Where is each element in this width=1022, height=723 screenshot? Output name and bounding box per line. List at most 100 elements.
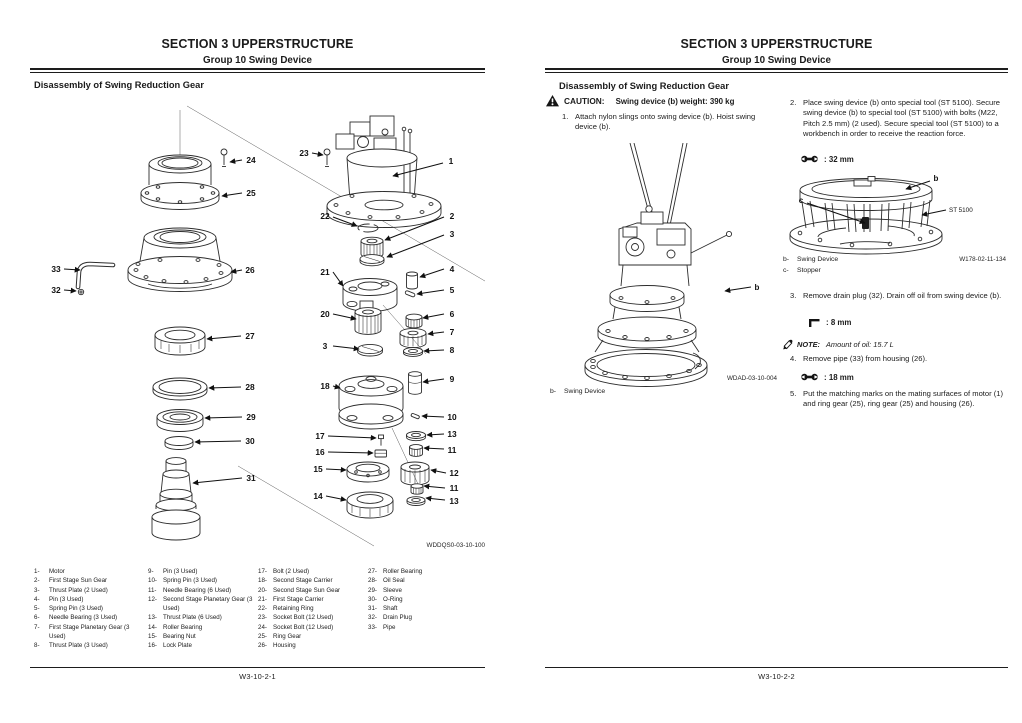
- callout-33: 33: [51, 264, 61, 274]
- parts-list-col4: 27-Roller Bearing 28-Oil Seal 29-Sleeve …: [368, 567, 468, 632]
- parts-item: 27-Roller Bearing: [368, 568, 423, 575]
- swing-reduction-body: [584, 264, 708, 387]
- callout-29: 29: [246, 412, 256, 422]
- part-shaft-31: [151, 457, 201, 541]
- part-second-carrier-18: [338, 375, 404, 430]
- label-b: b: [934, 174, 939, 183]
- parts-item: 33-Pipe: [368, 623, 396, 631]
- note-text: Amount of oil: 15.7 L: [826, 340, 894, 349]
- page-title: Disassembly of Swing Reduction Gear: [34, 80, 204, 90]
- step-2: 2. Place swing device (b) onto special t…: [790, 98, 1000, 139]
- note-label: NOTE:: [797, 340, 820, 349]
- caution-banner: CAUTION: Swing device (b) weight: 390 kg: [546, 95, 734, 107]
- exploded-diagram: 24 25 23 1 2 3 22 21 4 5 26 33 32 20 3 6…: [51, 105, 485, 547]
- figure-reference: WDDQS0-03-10-100: [426, 542, 485, 549]
- parts-item: 20-Second Stage Sun Gear: [258, 586, 341, 594]
- part-socket-bolt-23: [323, 148, 331, 167]
- callout-10: 10: [447, 412, 457, 422]
- parts-item: 8-Thrust Plate (3 Used): [34, 642, 108, 650]
- callout-arrows: [63, 151, 447, 502]
- parts-item: 28-Oil Seal: [368, 577, 405, 585]
- part-bolt-17: [378, 434, 384, 446]
- part-thrust-plate-13-upper: [406, 431, 426, 442]
- parts-item: 7-First Stage Planetary Gear (3 Used): [34, 623, 130, 641]
- parts-item: 26-Housing: [258, 642, 296, 650]
- parts-item: 15-Bearing Nut: [148, 633, 196, 641]
- parts-item: 14-Roller Bearing: [148, 623, 203, 631]
- callout-7: 7: [450, 327, 455, 337]
- tool-size-32: : 32 mm: [801, 154, 854, 164]
- section-header: SECTION 3 UPPERSTRUCTURE: [161, 37, 354, 51]
- part-pin-9: [408, 371, 422, 395]
- part-first-carrier-21: [342, 278, 398, 312]
- footer-rule: [545, 667, 1008, 668]
- legend-hoist: b- Swing Device: [550, 388, 606, 395]
- callout-2: 2: [450, 211, 455, 221]
- callout-26: 26: [245, 265, 255, 275]
- tool-band: [799, 176, 933, 211]
- callout-20: 20: [320, 309, 330, 319]
- step-4: 4. Remove pipe (33) from housing (26).: [790, 354, 928, 363]
- callout-3b: 3: [323, 341, 328, 351]
- callout-13b: 13: [449, 496, 459, 506]
- parts-list-col3: 17-Bolt (2 Used) 18-Second Stage Carrier…: [258, 567, 366, 651]
- label-c: c: [799, 196, 804, 205]
- parts-item: 5-Spring Pin (3 Used): [34, 605, 103, 613]
- parts-item: 13-Thrust Plate (6 Used): [148, 614, 222, 622]
- parts-list-col1: 1-Motor 2-First Stage Sun Gear 3-Thrust …: [34, 567, 144, 651]
- warning-icon: [546, 95, 559, 107]
- part-pin-4: [406, 271, 418, 290]
- callout-9: 9: [450, 374, 455, 384]
- parts-item: 11-Needle Bearing (6 Used): [148, 586, 232, 594]
- legend-tool: b-Swing Device c-Stopper: [783, 256, 839, 274]
- parts-item: 24-Socket Bolt (12 Used): [258, 623, 334, 631]
- part-drain-plug-32: [77, 288, 85, 296]
- part-needle-bearing-11-lower: [410, 483, 424, 495]
- note-row: NOTE: Amount of oil: 15.7 L: [782, 339, 894, 350]
- part-second-planetary-12: [400, 461, 430, 486]
- part-needle-bearing-6: [405, 313, 423, 329]
- parts-item: 2-First Stage Sun Gear: [34, 577, 108, 585]
- part-oil-seal-28: [152, 377, 208, 401]
- page-title: Disassembly of Swing Reduction Gear: [559, 81, 729, 91]
- callout-13a: 13: [447, 429, 457, 439]
- callout-17: 17: [315, 431, 325, 441]
- part-retaining-ring-22: [357, 223, 379, 233]
- callout-30: 30: [245, 436, 255, 446]
- part-roller-bearing-14: [346, 491, 394, 519]
- parts-item: 4-Pin (3 Used): [34, 595, 84, 603]
- label-st5100: ST 5100: [949, 207, 973, 214]
- part-socket-bolt-24: [220, 148, 228, 167]
- part-pipe-33: [75, 261, 116, 290]
- step-5: 5. Put the matching marks on the mating …: [790, 389, 1004, 409]
- callout-25: 25: [246, 188, 256, 198]
- parts-item: 3-Thrust Plate (2 Used): [34, 586, 108, 594]
- parts-item: 30-O-Ring: [368, 595, 403, 603]
- step-1: 1. Attach nylon slings onto swing device…: [562, 112, 756, 132]
- wrench-icon: [801, 155, 818, 163]
- wrench-icon: [801, 373, 818, 381]
- part-needle-bearing-11-upper: [409, 444, 423, 457]
- page-right: SECTION 3 UPPERSTRUCTURE Group 10 Swing …: [545, 18, 1008, 708]
- figure-reference-hoist: WDAD-03-10-004: [726, 375, 777, 382]
- callout-11a: 11: [448, 445, 457, 455]
- part-housing-26: [127, 227, 233, 292]
- parts-item: 22-Retaining Ring: [258, 605, 314, 613]
- page-number: W3-10-2-2: [758, 672, 795, 681]
- parts-list-col2: 9-Pin (3 Used) 10-Spring Pin (3 Used) 11…: [148, 567, 256, 651]
- parts-item: 10-Spring Pin (3 Used): [148, 577, 217, 585]
- special-tool-figure: b c ST 5100: [789, 174, 973, 255]
- parts-item: 29-Sleeve: [368, 586, 402, 594]
- callout-23: 23: [299, 148, 309, 158]
- callout-3a: 3: [450, 229, 455, 239]
- callout-31: 31: [246, 473, 256, 483]
- section-header: SECTION 3 UPPERSTRUCTURE: [680, 37, 873, 51]
- part-second-sun-gear-20: [354, 307, 382, 335]
- parts-item: 23-Socket Bolt (12 Used): [258, 614, 334, 622]
- caution-text: Swing device (b) weight: 390 kg: [615, 96, 735, 106]
- part-thrust-plate-3-lower: [357, 343, 383, 357]
- parts-item: 21-First Stage Carrier: [258, 595, 324, 603]
- callout-16: 16: [315, 447, 325, 457]
- callout-numbers: 24 25 23 1 2 3 22 21 4 5 26 33 32 20 3 6…: [51, 148, 459, 506]
- callout-6: 6: [450, 309, 455, 319]
